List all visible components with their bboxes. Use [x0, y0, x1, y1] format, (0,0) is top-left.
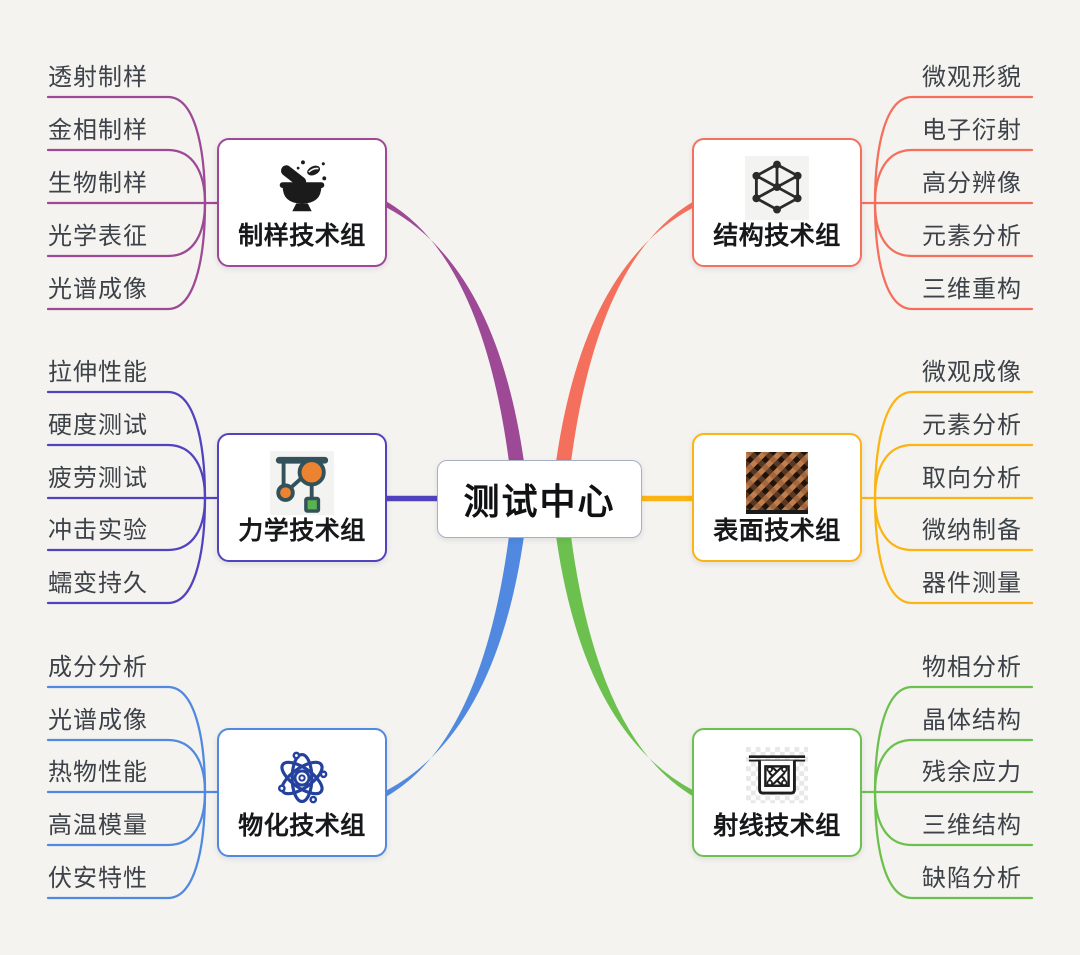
mortar-pestle-icon	[270, 156, 334, 220]
leaf-item[interactable]: 透射制样	[48, 64, 148, 91]
group-label: 力学技术组	[238, 517, 366, 546]
group-label: 表面技术组	[713, 517, 841, 546]
group-node-xray[interactable]: 射线技术组	[692, 728, 862, 857]
leaf-item[interactable]: 成分分析	[48, 654, 148, 681]
leaf-item[interactable]: 拉伸性能	[48, 359, 148, 386]
group-label: 结构技术组	[713, 222, 841, 251]
leaf-item[interactable]: 元素分析	[922, 223, 1022, 250]
leaf-item[interactable]: 高温模量	[48, 812, 148, 839]
pulley-icon	[270, 451, 334, 516]
leaf-item[interactable]: 物相分析	[922, 654, 1022, 681]
leaf-item[interactable]: 晶体结构	[922, 707, 1022, 734]
crystal-lattice-icon	[745, 156, 809, 221]
leaf-item[interactable]: 三维重构	[922, 276, 1022, 303]
leaf-item[interactable]: 光谱成像	[48, 707, 148, 734]
leaf-item[interactable]: 光学表征	[48, 223, 148, 250]
branch-xray	[556, 536, 693, 797]
weave-texture-icon	[745, 451, 809, 515]
leaf-item[interactable]: 取向分析	[922, 465, 1022, 492]
branch-sample	[387, 201, 524, 463]
leaf-item[interactable]: 蠕变持久	[48, 570, 148, 597]
group-node-physchem[interactable]: 物化技术组	[217, 728, 387, 857]
center-node-title: 测试中心	[463, 481, 616, 522]
leaf-item[interactable]: 高分辨像	[922, 170, 1022, 197]
group-label: 物化技术组	[238, 812, 366, 841]
branch-structure	[556, 201, 693, 463]
group-node-mechanics[interactable]: 力学技术组	[217, 433, 387, 562]
leaf-item[interactable]: 冲击实验	[48, 517, 148, 544]
leaf-item[interactable]: 伏安特性	[48, 865, 148, 892]
group-node-sample[interactable]: 制样技术组	[217, 138, 387, 267]
group-node-structure[interactable]: 结构技术组	[692, 138, 862, 267]
group-node-surface[interactable]: 表面技术组	[692, 433, 862, 562]
leaf-lines-physchem	[46, 685, 219, 900]
leaf-item[interactable]: 微观形貌	[922, 64, 1022, 91]
leaf-item[interactable]: 疲劳测试	[48, 465, 148, 492]
leaf-item[interactable]: 热物性能	[48, 759, 148, 786]
branch-physchem	[387, 536, 524, 797]
leaf-item[interactable]: 硬度测试	[48, 412, 148, 439]
leaf-item[interactable]: 微纳制备	[922, 517, 1022, 544]
leaf-lines-structure	[861, 95, 1034, 311]
leaf-item[interactable]: 电子衍射	[922, 117, 1022, 144]
leaf-item[interactable]: 微观成像	[922, 359, 1022, 386]
leaf-item[interactable]: 生物制样	[48, 170, 148, 197]
leaf-item[interactable]: 元素分析	[922, 412, 1022, 439]
leaf-item[interactable]: 光谱成像	[48, 276, 148, 303]
leaf-item[interactable]: 残余应力	[922, 759, 1022, 786]
leaf-lines-mechanics	[46, 390, 219, 605]
leaf-item[interactable]: 缺陷分析	[922, 865, 1022, 892]
leaf-item[interactable]: 三维结构	[922, 812, 1022, 839]
xray-panel-icon	[745, 746, 809, 810]
leaf-item[interactable]: 器件测量	[922, 570, 1022, 597]
group-label: 射线技术组	[713, 812, 841, 841]
leaf-lines-surface	[861, 390, 1034, 605]
group-label: 制样技术组	[238, 222, 366, 251]
leaf-lines-sample	[46, 95, 219, 311]
center-node[interactable]: 测试中心	[437, 460, 642, 538]
atom-icon	[270, 746, 334, 810]
leaf-item[interactable]: 金相制样	[48, 117, 148, 144]
leaf-lines-xray	[861, 685, 1034, 900]
